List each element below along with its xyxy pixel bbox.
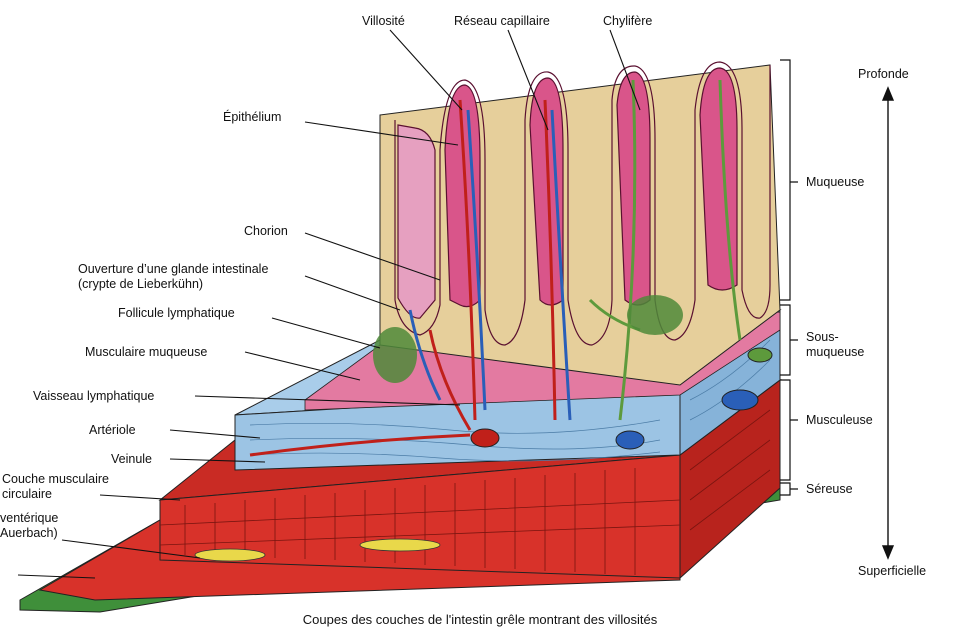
label-chorion: Chorion: [244, 224, 288, 238]
layer-brackets: [780, 59, 798, 496]
lymphatic-follicle: [373, 327, 417, 383]
label-sous-muqueuse: Sous- muqueuse: [806, 330, 865, 359]
arteriole-vessels: [249, 99, 557, 457]
label-profonde: Profonde: [858, 67, 909, 81]
vein-side-cut: [721, 389, 759, 411]
label-muqueuse: Muqueuse: [806, 175, 865, 189]
label-vaisseau-lymphatique: Vaisseau lymphatique: [33, 389, 155, 403]
label-plexus-partial: ventérique Auerbach): [0, 511, 59, 540]
label-reseau-capillaire: Réseau capillaire: [454, 14, 550, 28]
muscle-cells-texture: [159, 409, 771, 575]
depth-axis-arrow: [881, 86, 895, 560]
label-couche-circulaire: Couche musculaire circulaire: [2, 472, 109, 501]
label-chylifere: Chylifère: [603, 14, 653, 28]
label-epithelium: Épithélium: [223, 110, 282, 124]
label-ouverture-glande: Ouverture d’une glande intestinale (cryp…: [78, 262, 269, 291]
label-villosite: Villosité: [362, 14, 405, 28]
venule-cut: [615, 430, 645, 450]
lymph-side-cut: [747, 347, 773, 363]
label-musculeuse: Musculeuse: [806, 413, 873, 427]
label-follicule-lymphatique: Follicule lymphatique: [118, 306, 235, 320]
label-sereuse: Séreuse: [806, 482, 853, 496]
label-superficielle: Superficielle: [858, 564, 927, 578]
arteriole-cut: [470, 428, 500, 448]
myenteric-plexus: [194, 548, 266, 562]
label-veinule: Veinule: [111, 452, 153, 466]
figure-caption: Coupes des couches de l'intestin grêle m…: [302, 612, 658, 627]
myenteric-plexus-2: [359, 538, 441, 552]
label-musculaire-muqueuse: Musculaire muqueuse: [85, 345, 208, 359]
venule-vessels: [408, 109, 572, 421]
lymphatic-follicle-2: [627, 295, 683, 335]
label-arteriole: Artériole: [89, 423, 136, 437]
leader-lines: [17, 29, 641, 579]
